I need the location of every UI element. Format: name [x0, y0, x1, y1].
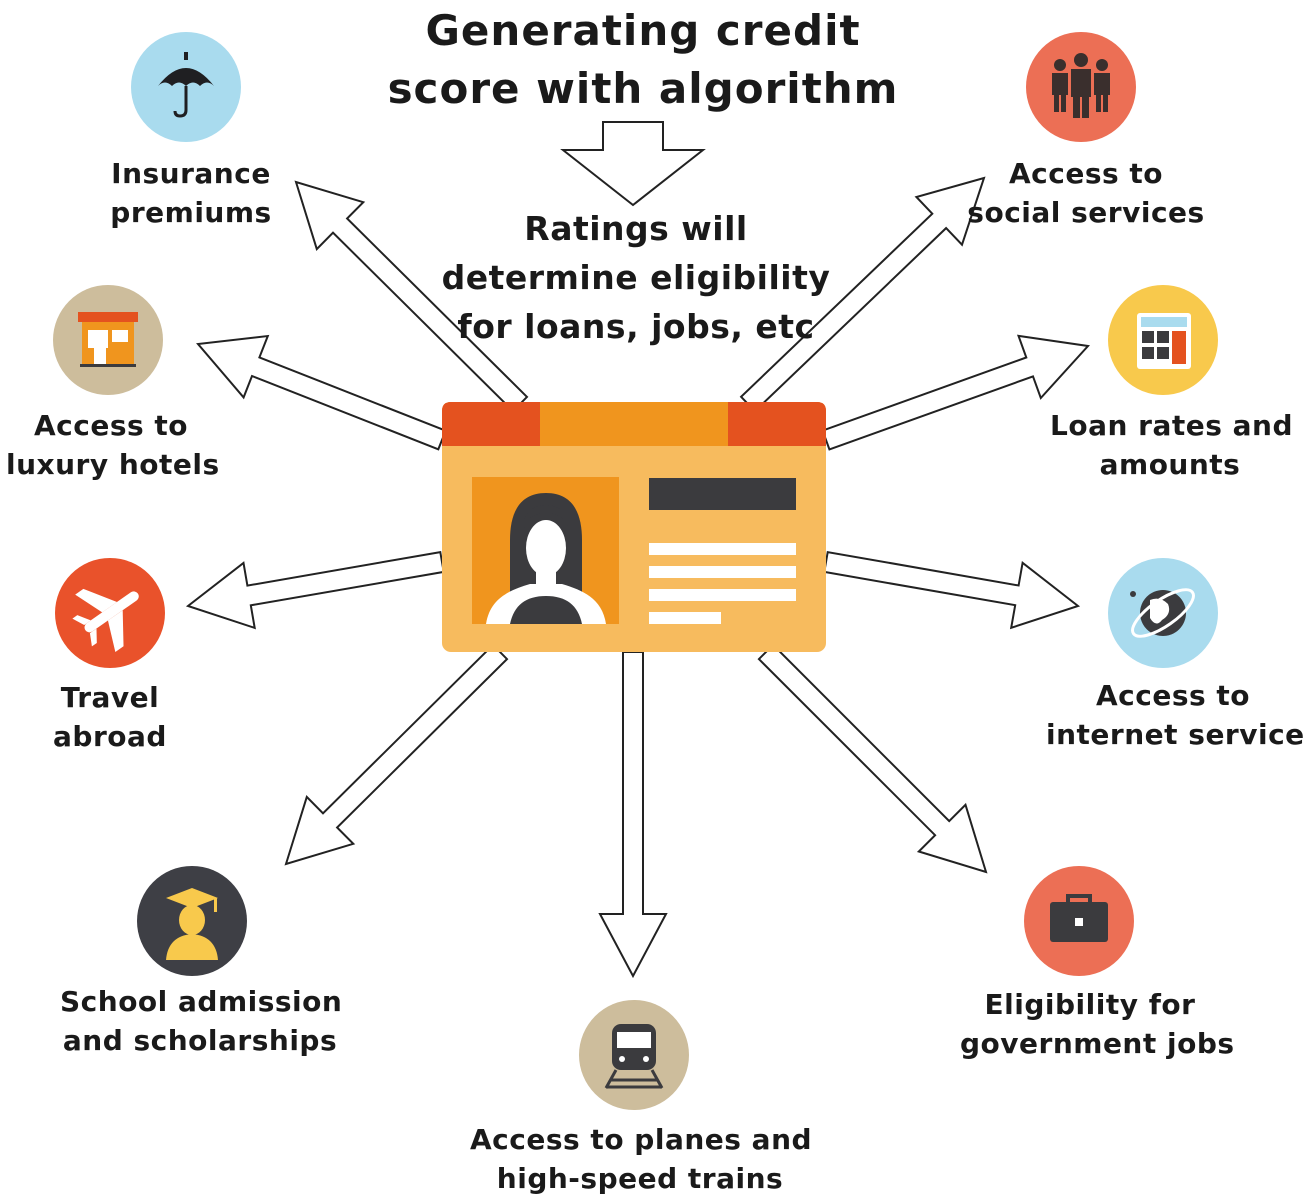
airplane-icon: [55, 558, 165, 668]
label-social-line-2: social services: [967, 196, 1205, 229]
label-internet-line-2: internet services: [1046, 718, 1303, 751]
card-accent-right: [728, 402, 826, 446]
label-social-line-1: Access to: [1008, 157, 1164, 190]
calculator-icon: [1108, 285, 1218, 395]
arrow-to-internet: [823, 550, 1081, 630]
label-loan-rates: Loan rates and amounts: [1050, 406, 1294, 484]
label-school-line-1: School admission: [60, 985, 343, 1018]
card-line-3: [649, 589, 796, 601]
arrow-to-social: [739, 176, 986, 413]
label-gov-line-2: government jobs: [960, 1027, 1235, 1060]
label-insurance: Insurance premiums: [86, 154, 296, 232]
label-insurance-line-2: premiums: [110, 196, 272, 229]
arrow-to-government: [757, 643, 988, 874]
arrow-to-trains: [598, 651, 668, 979]
arrow-to-school: [284, 643, 509, 866]
people-icon: [1026, 32, 1136, 142]
person-silhouette: [486, 493, 606, 624]
label-social-services: Access to social services: [966, 154, 1206, 232]
globe-icon: [1108, 558, 1218, 668]
label-insurance-line-1: Insurance: [111, 157, 271, 190]
label-luxury-hotels: Access to luxury hotels: [6, 406, 220, 484]
arrow-to-loans: [821, 334, 1091, 451]
graduate-icon: [137, 866, 247, 976]
diagram-subtitle: Ratings will determine eligibility for l…: [436, 204, 836, 351]
label-government-jobs: Eligibility for government jobs: [960, 985, 1235, 1063]
radiating-arrows: [185, 176, 1091, 979]
label-internet-services: Access to internet services: [1046, 676, 1303, 754]
arrow-to-insurance: [294, 180, 529, 413]
id-card: [442, 402, 826, 652]
label-trains-line-2: high-speed trains: [496, 1162, 784, 1195]
card-name-bar: [649, 478, 796, 510]
card-line-4: [649, 612, 721, 624]
subtitle-line-2: determine eligibility: [441, 258, 831, 297]
label-gov-line-1: Eligibility for: [984, 988, 1196, 1021]
subtitle-line-1: Ratings will: [524, 209, 748, 248]
diagram-title: Generating credit score with algorithm: [0, 2, 1286, 118]
arrow-to-travel: [185, 550, 445, 630]
label-internet-line-1: Access to: [1095, 679, 1251, 712]
card-accent-left: [442, 402, 540, 446]
label-planes-trains: Access to planes and high-speed trains: [470, 1120, 813, 1198]
label-school-admission: School admission and scholarships: [60, 982, 343, 1060]
card-line-1: [649, 543, 796, 555]
label-loans-line-1: Loan rates and: [1050, 409, 1294, 442]
label-loans-line-2: amounts: [1099, 448, 1241, 481]
card-line-2: [649, 566, 796, 578]
label-travel-line-1: Travel: [60, 681, 160, 714]
label-trains-line-1: Access to planes and: [470, 1123, 813, 1156]
label-school-line-2: and scholarships: [62, 1024, 338, 1057]
hotel-icon: [53, 285, 163, 395]
subtitle-line-3: for loans, jobs, etc: [457, 307, 815, 346]
arrow-to-hotels: [196, 334, 448, 451]
label-travel-abroad: Travel abroad: [20, 678, 200, 756]
train-icon: [579, 1000, 689, 1110]
umbrella-icon: [131, 32, 241, 142]
title-line-2: score with algorithm: [387, 64, 899, 113]
label-travel-line-2: abroad: [53, 720, 167, 753]
label-hotels-line-2: luxury hotels: [6, 448, 220, 481]
title-line-1: Generating credit: [425, 6, 861, 55]
down-arrow-top: [560, 121, 706, 207]
label-hotels-line-1: Access to: [33, 409, 189, 442]
briefcase-icon: [1024, 866, 1134, 976]
